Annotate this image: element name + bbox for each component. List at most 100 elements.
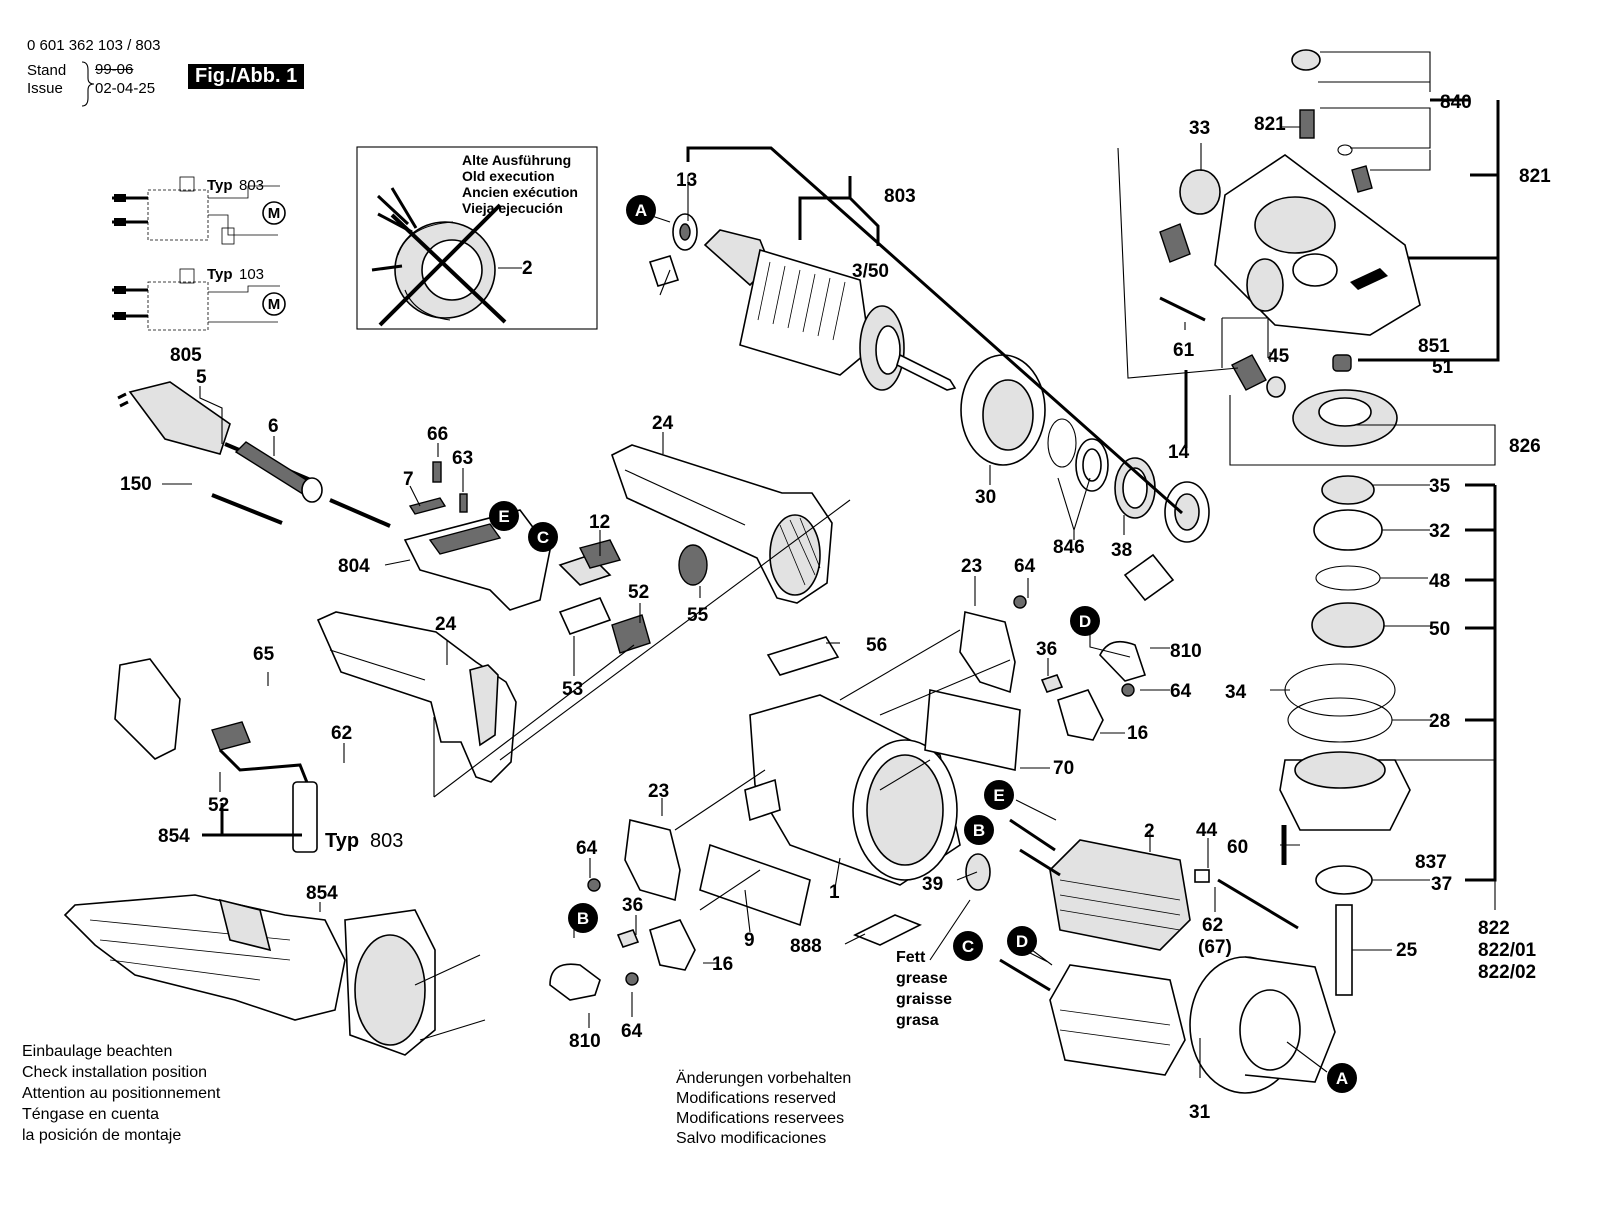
baffle-39	[965, 853, 991, 891]
part-label-48: 48	[1429, 571, 1450, 592]
callout-D-top: D	[1070, 606, 1100, 636]
circlip-48	[1315, 565, 1381, 591]
switch-assembly	[403, 461, 708, 654]
bearing-50	[1311, 602, 1385, 648]
bearing-flange	[1279, 751, 1411, 831]
spacer-44	[1194, 869, 1210, 883]
part-label-32: 32	[1429, 521, 1450, 542]
old-execution-es: Vieja ejecución	[462, 200, 563, 216]
callout-D-bottom-letter: D	[1016, 932, 1028, 951]
callout-E-bottom-letter: E	[993, 786, 1004, 805]
issue-label: Issue	[27, 80, 63, 97]
typ-803-value: 803	[370, 830, 403, 852]
bevel-gear-826	[1292, 389, 1398, 447]
part-label-63: 63	[452, 448, 473, 469]
carbon-brush-36-lower	[616, 929, 640, 948]
callout-C-bottom: C	[953, 931, 983, 961]
brush-lead-810-upper	[1099, 640, 1147, 682]
callout-D-bottom: D	[1007, 926, 1037, 956]
fan-30	[960, 354, 1046, 466]
part-labels: 805 5 6 150 66 63 7 804 24 24 12 52 52 5…	[120, 92, 1551, 1123]
typ-803-wiring-detail	[114, 658, 318, 853]
motor-symbol-803: M	[268, 205, 281, 222]
label-56	[766, 636, 840, 676]
spindle-25	[1335, 904, 1353, 996]
part-label-16-lower: 16	[712, 954, 733, 975]
installation-position-drawing	[63, 894, 486, 1056]
part-label-64-a: 64	[1014, 556, 1036, 577]
stator-screw-62	[1217, 878, 1299, 930]
old-execution-en: Old execution	[462, 168, 555, 184]
callout-C-top-letter: C	[537, 528, 549, 547]
gear-housing	[1214, 154, 1421, 336]
part-label-55: 55	[687, 605, 709, 626]
air-guide-cover-31	[1189, 956, 1336, 1094]
wiring-diagram-803: M Typ 803	[112, 176, 286, 245]
part-label-822-02: 822/02	[1478, 962, 1536, 983]
part-label-150: 150	[120, 474, 152, 495]
part-label-36-upper: 36	[1036, 639, 1057, 660]
bearing-33	[1179, 169, 1221, 215]
modifications-en: Modifications reserved	[676, 1090, 837, 1107]
modifications-fr: Modifications reservees	[676, 1110, 845, 1127]
old-execution-fr: Ancien exécution	[462, 184, 578, 200]
part-label-23-lower: 23	[648, 781, 669, 802]
handle-half-lower	[316, 611, 517, 783]
part-label-805: 805	[170, 345, 202, 366]
part-label-9: 9	[744, 930, 755, 951]
wiring-diagram-103: M Typ 103	[112, 266, 286, 331]
callout-D-top-letter: D	[1079, 612, 1091, 631]
knob-840	[1291, 49, 1321, 71]
wiring-typ-803-value: 803	[239, 177, 264, 194]
part-label-840: 840	[1440, 92, 1472, 113]
part-label-822-01: 822/01	[1478, 940, 1537, 961]
part-label-34: 34	[1225, 682, 1247, 703]
part-label-66: 66	[427, 424, 448, 445]
part-label-23-upper: 23	[961, 556, 982, 577]
armature	[703, 229, 957, 391]
part-label-810-lower: 810	[569, 1031, 601, 1052]
callout-E-top-letter: E	[498, 507, 509, 526]
part-label-14: 14	[1168, 442, 1190, 463]
part-label-67-value: 67	[1204, 937, 1225, 958]
grease-en: grease	[896, 970, 948, 987]
part-label-2: 2	[1144, 821, 1155, 842]
install-note-de: Einbaulage beachten	[22, 1043, 173, 1060]
part-label-804: 804	[338, 556, 370, 577]
callout-B-left: B	[568, 903, 598, 933]
part-label-24-upper: 24	[652, 413, 674, 434]
pin-840	[1351, 165, 1373, 193]
part-label-33: 33	[1189, 118, 1210, 139]
wiring-typ-103-value: 103	[239, 266, 264, 283]
carbon-brush-36-upper	[1040, 674, 1064, 693]
part-label-62-right: 62	[1202, 915, 1223, 936]
callout-A-top-letter: A	[635, 201, 647, 220]
nut-35	[1321, 475, 1375, 505]
callout-E-top: E	[489, 501, 519, 531]
grease-note: Fett grease graisse grasa	[896, 949, 952, 1029]
part-label-38: 38	[1111, 540, 1132, 561]
needle-bearing	[1159, 223, 1191, 263]
label-70	[924, 689, 1021, 771]
part-label-52-upper: 52	[628, 582, 649, 603]
part-label-888: 888	[790, 936, 822, 957]
part-label-64-b: 64	[1170, 681, 1192, 702]
wiring-typ-103-label: Typ	[207, 266, 233, 283]
pinion-45	[1231, 354, 1267, 391]
old-stator-drawing	[371, 187, 522, 327]
plug-and-cord	[117, 381, 391, 528]
part-label-31: 31	[1189, 1102, 1211, 1123]
install-note-es-1: Téngase en cuenta	[22, 1106, 159, 1123]
install-note-es-2: la posición de montaje	[22, 1127, 182, 1144]
part-number: 0 601 362 103 / 803	[27, 37, 161, 54]
part-label-65: 65	[253, 644, 275, 665]
flange-37	[1315, 865, 1373, 895]
part-label-837: 837	[1415, 852, 1447, 873]
part-label-44: 44	[1196, 820, 1218, 841]
modifications-de: Änderungen vorbehalten	[676, 1070, 852, 1087]
part-label-854-install: 854	[306, 883, 338, 904]
motor-housing	[744, 694, 961, 886]
part-label-62-left: 62	[331, 723, 352, 744]
part-label-36-lower: 36	[622, 895, 643, 916]
part-label-52-lower: 52	[208, 795, 229, 816]
